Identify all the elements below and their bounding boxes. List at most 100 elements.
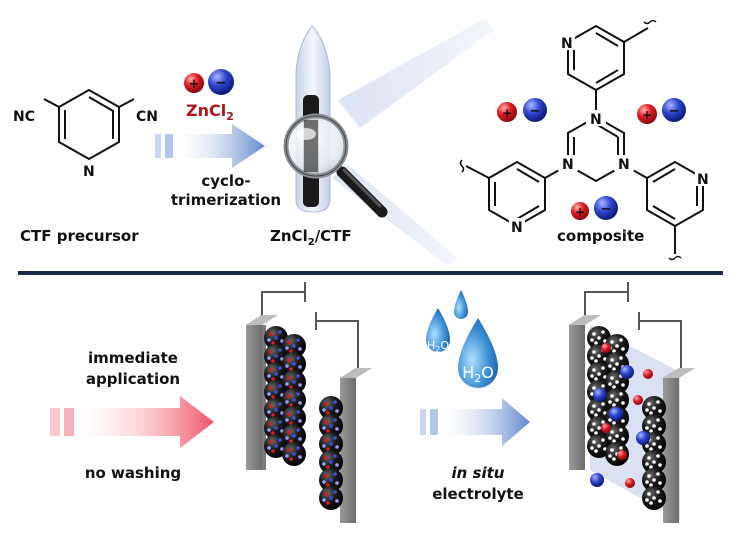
reaction-arrow (155, 124, 265, 168)
particle-dot (621, 437, 625, 441)
anion-particle (590, 473, 604, 487)
particle-dot (267, 338, 271, 342)
particle-dot (597, 408, 601, 412)
particle-dot (285, 400, 289, 404)
particle-dot (274, 444, 278, 448)
particle-dot (658, 409, 662, 413)
particle-dot (292, 344, 296, 348)
particle-dot (649, 447, 653, 451)
anion-particle (636, 431, 650, 445)
particle-dot (287, 358, 291, 362)
particle-dot (649, 465, 653, 469)
particle-dot (322, 462, 326, 466)
particle-dot (615, 362, 619, 366)
particle-dot (658, 499, 662, 503)
particle-dot (278, 384, 282, 388)
particle-dot (594, 377, 598, 381)
cation-particle (643, 369, 653, 379)
ctf-structure (465, 24, 704, 254)
particle-dot (278, 366, 282, 370)
particle-dot (608, 436, 612, 440)
particle-dot (267, 374, 271, 378)
supercapacitor-unwashed (246, 282, 372, 523)
particle-dot (324, 438, 328, 442)
particle-dot (335, 409, 339, 413)
electrolyte-label: electrolyte (432, 485, 524, 503)
particle-dot (615, 398, 619, 402)
particle-dot (608, 400, 612, 404)
particle-dot (329, 424, 333, 428)
water-label-small: H2O (453, 317, 469, 328)
particle-dot (267, 356, 271, 360)
svg-text:−: − (215, 75, 227, 91)
particle-dot (292, 398, 296, 402)
particle-dot (274, 354, 278, 358)
svg-text:+: + (575, 205, 585, 219)
particle-dot (292, 452, 296, 456)
particle-dot (274, 408, 278, 412)
particle-dot (608, 364, 612, 368)
particle-dot (619, 428, 623, 432)
ctf-n-triazine-1: N (590, 112, 602, 128)
particle-dot (601, 330, 605, 334)
particle-dot (271, 377, 275, 381)
zncl2-reagent-label: ZnCl2 (186, 101, 234, 123)
particle-dot (287, 448, 291, 452)
particle-dot (271, 449, 275, 453)
particle-dot (590, 338, 594, 342)
particle-dot (656, 436, 660, 440)
particle-dot (594, 413, 598, 417)
particle-dot (335, 445, 339, 449)
particle-dot (645, 480, 649, 484)
particle-dot (612, 439, 616, 443)
particle-dot (287, 412, 291, 416)
particle-dot (298, 347, 302, 351)
particle-dot (269, 350, 273, 354)
ring-n-mask (80, 162, 98, 178)
particle-dot (333, 472, 337, 476)
particle-dot (322, 444, 326, 448)
particle-dot (267, 410, 271, 414)
particle-dot (619, 392, 623, 396)
particle-dot (597, 354, 601, 358)
structure-ions: + − + − + − (497, 98, 686, 220)
water-label-large: H2O (462, 363, 494, 385)
svg-text:+: + (502, 106, 512, 120)
precursor-nc-label: NC (13, 109, 35, 125)
ctf-n-triazine-2: N (562, 157, 574, 173)
particle-dot (296, 446, 300, 450)
electrolyte-ions (590, 343, 653, 488)
particle-dot (285, 346, 289, 350)
particle-dot (269, 422, 273, 426)
ctf-n-top: N (561, 36, 573, 52)
particle-dot (592, 332, 596, 336)
particle-dot (594, 341, 598, 345)
particle-dot (296, 410, 300, 414)
particle-dot (590, 446, 594, 450)
particle-dot (658, 445, 662, 449)
particle-dot (326, 501, 330, 505)
particle-dot (269, 332, 273, 336)
particle-dot (597, 444, 601, 448)
svg-text:−: − (601, 202, 612, 217)
particle-dot (269, 404, 273, 408)
particle-dot (647, 456, 651, 460)
particle-dot (296, 392, 300, 396)
particle-dot (645, 462, 649, 466)
particle-dot (274, 372, 278, 376)
particle-dot (610, 448, 614, 452)
particle-dot (592, 350, 596, 354)
particle-dot (329, 406, 333, 410)
particle-dot (271, 341, 275, 345)
particle-dot (289, 421, 293, 425)
particle-dot (333, 400, 337, 404)
particle-dot (269, 440, 273, 444)
particle-dot (645, 498, 649, 502)
precursor-cn-label: CN (136, 109, 158, 125)
particle-dot (292, 362, 296, 366)
particle-dot (612, 385, 616, 389)
anion-icon: − (208, 69, 234, 95)
particle-dot (296, 356, 300, 360)
particle-dot (619, 356, 623, 360)
particle-dot (271, 431, 275, 435)
